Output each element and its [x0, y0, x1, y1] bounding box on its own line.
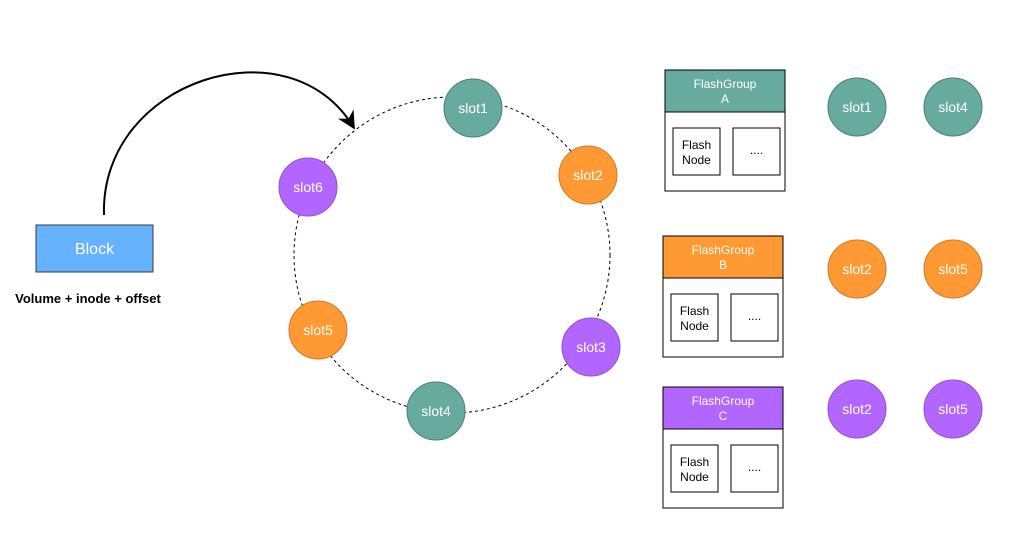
flashgroup-title: FlashGroup: [694, 77, 757, 91]
more-nodes-box[interactable]: ....: [732, 127, 781, 176]
ring-slot-circle: [278, 157, 338, 217]
flash-node-label: Flash: [680, 304, 709, 318]
flashgroup-c[interactable]: FlashGroup C Flash Node ....: [662, 386, 784, 509]
ring-slot-3[interactable]: slot3: [561, 317, 621, 377]
group-slot-circle: [923, 379, 983, 439]
ring-slot-label: slot6: [293, 179, 323, 195]
flash-node-box[interactable]: Flash Node: [670, 444, 719, 493]
flash-node-box[interactable]: Flash Node: [672, 127, 721, 176]
ring-slot-circle: [561, 317, 621, 377]
group-slot-label: slot4: [938, 99, 968, 115]
ring-slot-2[interactable]: slot2: [558, 145, 618, 205]
group-a-slot-1[interactable]: slot1: [827, 77, 887, 137]
block-node[interactable]: Block: [35, 224, 154, 273]
flashgroup-header: [662, 235, 784, 279]
more-nodes-box[interactable]: ....: [730, 444, 779, 493]
group-slot-label: slot2: [842, 401, 872, 417]
flashgroup-a[interactable]: FlashGroup A Flash Node ....: [664, 69, 786, 192]
flash-node-label: Node: [680, 470, 709, 484]
group-c-slot-1[interactable]: slot2: [827, 379, 887, 439]
flashgroup-title: FlashGroup: [692, 394, 755, 408]
group-slot-circle: [923, 77, 983, 137]
ring-slot-circle: [558, 145, 618, 205]
flash-node-label: Node: [680, 319, 709, 333]
ring-slot-label: slot4: [421, 403, 451, 419]
more-nodes-label: ....: [750, 143, 763, 157]
ring-slot-1[interactable]: slot1: [443, 78, 503, 138]
flash-node-label: Flash: [680, 455, 709, 469]
flashgroup-header: [662, 386, 784, 430]
flashgroup-header: [664, 69, 786, 113]
group-slot-circle: [827, 379, 887, 439]
ring-slot-label: slot5: [303, 322, 333, 338]
more-nodes-label: ....: [748, 460, 761, 474]
flashgroup-id: B: [719, 258, 727, 272]
ring-slot-label: slot2: [573, 167, 603, 183]
block-to-ring-arrow: [102, 71, 355, 216]
block-label: Block: [75, 241, 115, 258]
group-slot-circle: [923, 239, 983, 299]
flash-node-label: Node: [682, 153, 711, 167]
hash-ring: [293, 96, 611, 414]
group-a-slot-2[interactable]: slot4: [923, 77, 983, 137]
group-slot-label: slot2: [842, 261, 872, 277]
group-b-slot-2[interactable]: slot5: [923, 239, 983, 299]
ring-slot-circle: [406, 381, 466, 441]
ring-slot-circle: [443, 78, 503, 138]
group-b-slot-1[interactable]: slot2: [827, 239, 887, 299]
ring-slot-circle: [288, 300, 348, 360]
group-slot-circle: [827, 239, 887, 299]
flashgroup-title: FlashGroup: [692, 243, 755, 257]
flashgroup-id: A: [721, 92, 729, 106]
group-slot-label: slot5: [938, 401, 968, 417]
ring-slot-5[interactable]: slot5: [288, 300, 348, 360]
ring-slot-label: slot1: [458, 100, 488, 116]
group-c-slot-2[interactable]: slot5: [923, 379, 983, 439]
flash-node-box[interactable]: Flash Node: [670, 293, 719, 342]
ring-slot-label: slot3: [576, 339, 606, 355]
more-nodes-label: ....: [748, 309, 761, 323]
flashgroup-id: C: [719, 409, 728, 423]
group-slot-label: slot1: [842, 99, 872, 115]
ring-slot-6[interactable]: slot6: [278, 157, 338, 217]
ring-slot-4[interactable]: slot4: [406, 381, 466, 441]
group-slot-label: slot5: [938, 261, 968, 277]
flashgroup-b[interactable]: FlashGroup B Flash Node ....: [662, 235, 784, 358]
group-slot-circle: [827, 77, 887, 137]
more-nodes-box[interactable]: ....: [730, 293, 779, 342]
flash-node-label: Flash: [682, 138, 711, 152]
block-caption: Volume + inode + offset: [15, 291, 161, 306]
